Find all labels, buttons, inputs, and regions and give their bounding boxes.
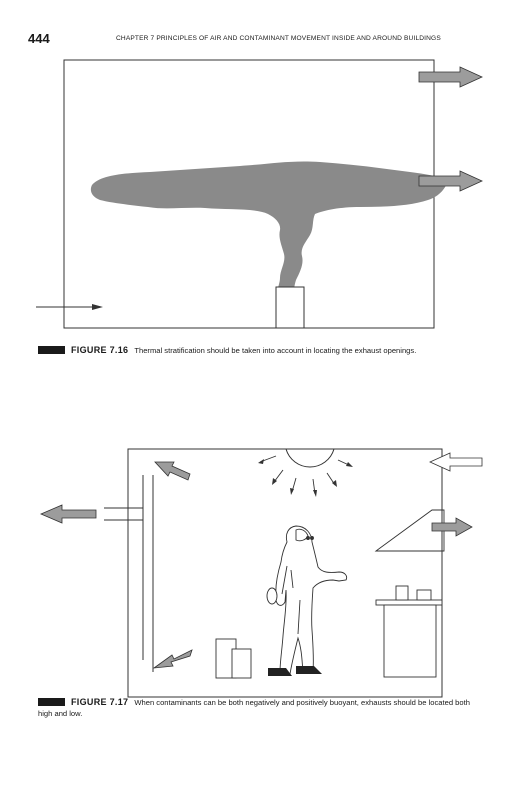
bench-container-2 <box>416 589 432 601</box>
figure-7-17-diagram <box>39 448 483 698</box>
contaminant-plume <box>90 161 449 296</box>
low-exhaust-arrow <box>152 649 193 669</box>
worker-figure <box>275 525 348 675</box>
exhaust-left-arrow <box>39 504 97 524</box>
supply-inlet-arrowhead <box>92 304 103 310</box>
floor-box-2 <box>231 648 252 679</box>
caption-text: When contaminants can be both negatively… <box>38 698 470 718</box>
running-head: CHAPTER 7 PRINCIPLES OF AIR AND CONTAMIN… <box>116 35 441 42</box>
bench-container-1 <box>395 585 409 601</box>
worker-boot-left <box>268 668 292 676</box>
hood-exhaust-arrow <box>431 517 473 537</box>
figure-7-16-diagram <box>36 59 483 329</box>
page-number: 444 <box>28 31 50 46</box>
heat-source-box <box>275 286 305 329</box>
worker-glove <box>266 587 278 605</box>
workbench-top <box>375 599 443 606</box>
upper-exhaust-arrow <box>418 66 483 88</box>
high-exhaust-arrow <box>154 461 191 481</box>
caption-marker <box>38 698 65 706</box>
figure-7-16-caption: FIGURE 7.16 Thermal stratification should… <box>38 345 498 356</box>
caption-marker <box>38 346 65 354</box>
workbench-cabinet <box>383 604 437 678</box>
worker-boot-right <box>296 666 322 674</box>
room-outline <box>127 448 443 698</box>
supply-inlet-arrow <box>429 452 483 472</box>
figure-label: FIGURE 7.17 <box>71 697 129 707</box>
sun-icon <box>285 448 335 468</box>
figure-label: FIGURE 7.16 <box>71 345 129 355</box>
exhaust-hood <box>374 509 445 552</box>
sun-rays <box>259 455 352 495</box>
mid-exhaust-arrow <box>418 170 483 192</box>
caption-text: Thermal stratification should be taken i… <box>134 346 417 355</box>
